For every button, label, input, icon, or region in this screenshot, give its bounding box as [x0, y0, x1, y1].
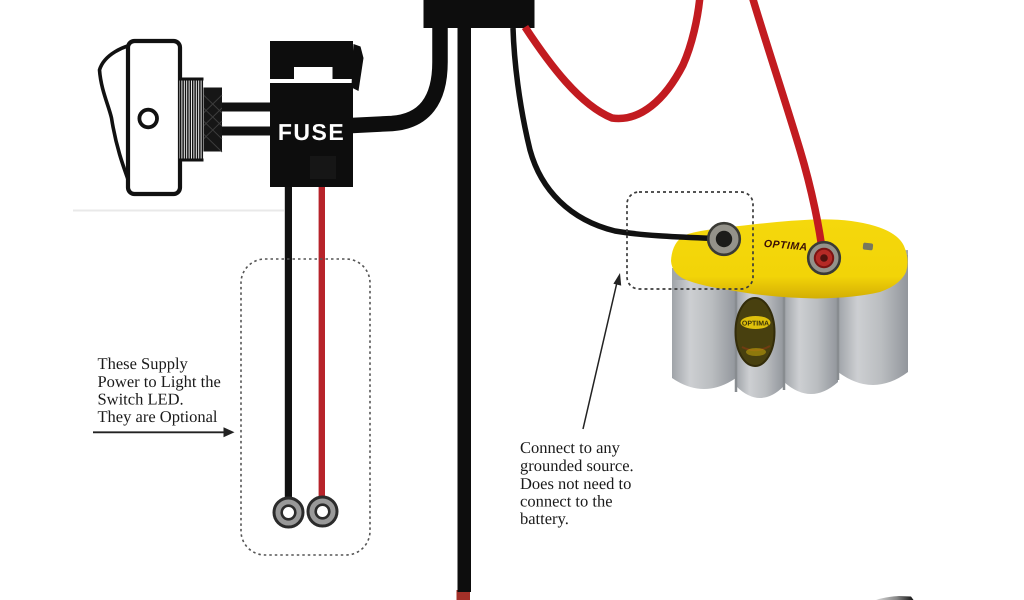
svg-text:Does not need to: Does not need to: [520, 474, 631, 493]
svg-text:These Supply: These Supply: [98, 354, 189, 373]
svg-text:OPTIMA: OPTIMA: [742, 321, 769, 328]
svg-text:battery.: battery.: [520, 509, 569, 528]
svg-text:They are Optional: They are Optional: [97, 407, 217, 426]
svg-text:FUSE: FUSE: [278, 119, 345, 145]
svg-text:Power to Light the: Power to Light the: [97, 372, 220, 391]
svg-text:OPTIMA: OPTIMA: [763, 238, 808, 254]
svg-text:grounded source.: grounded source.: [520, 456, 634, 475]
svg-text:Switch LED.: Switch LED.: [97, 389, 183, 408]
svg-text:Connect to any: Connect to any: [520, 438, 621, 457]
svg-text:connect to the: connect to the: [520, 491, 613, 510]
